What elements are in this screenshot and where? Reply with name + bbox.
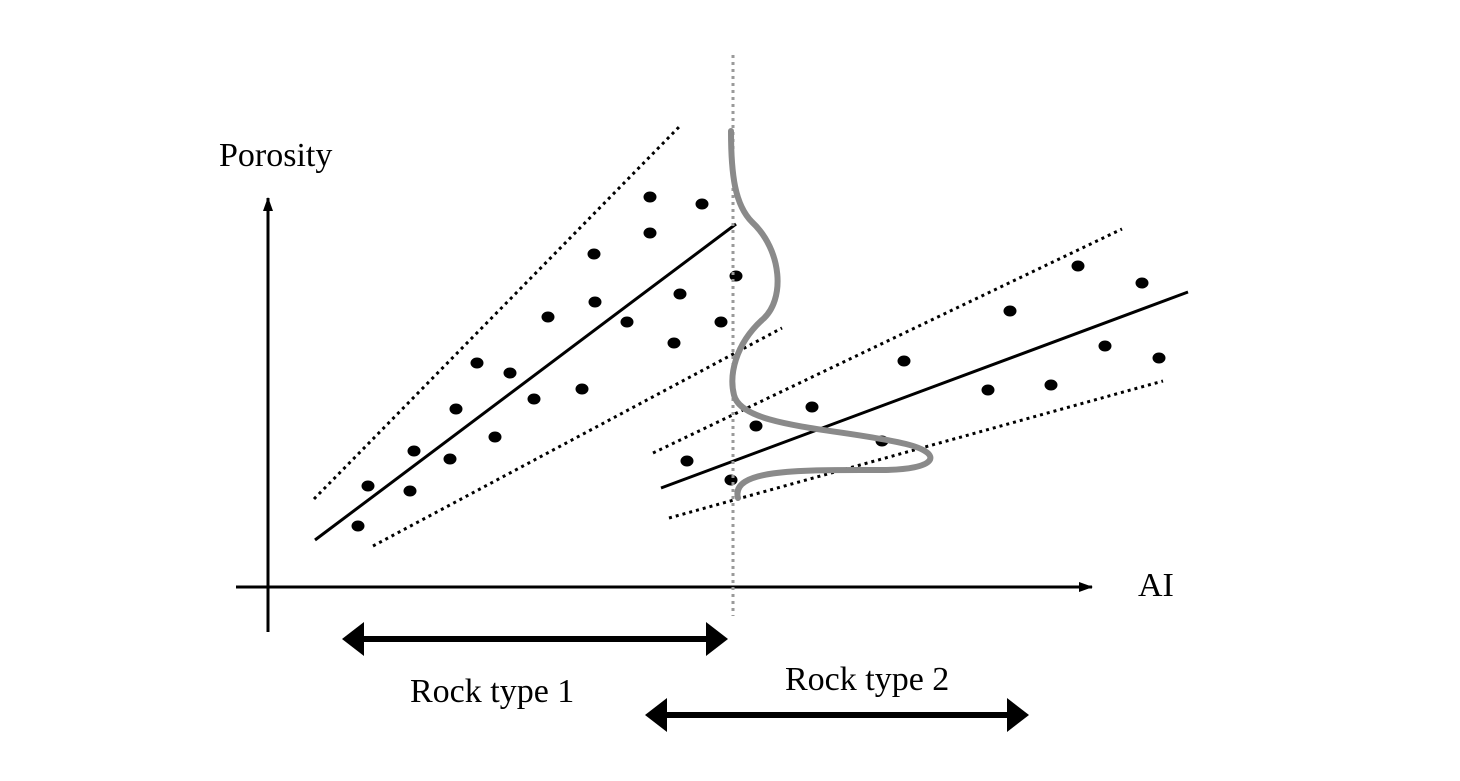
- data-point: [643, 227, 657, 239]
- rock-type-1-label: Rock type 1: [410, 673, 574, 710]
- data-point: [749, 420, 763, 432]
- x-axis-label: AI: [1138, 567, 1174, 604]
- data-point: [667, 337, 681, 349]
- data-point: [443, 453, 457, 465]
- rock-type-1-range-arrow: [342, 622, 728, 656]
- data-point: [351, 520, 365, 532]
- data-point: [361, 480, 375, 492]
- rock-type-2-points: [680, 260, 1166, 486]
- rock-type-1-lower-bound: [372, 326, 783, 548]
- data-point: [714, 316, 728, 328]
- data-point: [407, 445, 421, 457]
- data-point: [541, 311, 555, 323]
- data-point: [588, 296, 602, 308]
- data-point: [527, 393, 541, 405]
- data-point: [1044, 379, 1058, 391]
- data-point: [673, 288, 687, 300]
- y-axis-label: Porosity: [219, 137, 332, 174]
- data-point: [1098, 340, 1112, 352]
- data-point: [897, 355, 911, 367]
- data-point: [805, 401, 819, 413]
- data-point: [1071, 260, 1085, 272]
- data-point: [620, 316, 634, 328]
- rock-type-1-trend: [312, 125, 783, 548]
- data-point: [981, 384, 995, 396]
- rock-type-2-trend: [652, 227, 1189, 520]
- data-point: [503, 367, 517, 379]
- data-point: [575, 383, 589, 395]
- data-point: [403, 485, 417, 497]
- data-point: [1003, 305, 1017, 317]
- distribution-curve: [728, 128, 934, 501]
- data-point: [1152, 352, 1166, 364]
- data-point: [470, 357, 484, 369]
- data-point: [724, 474, 738, 486]
- data-point: [643, 191, 657, 203]
- rock-type-2-range-arrow: [645, 698, 1029, 732]
- data-point: [488, 431, 502, 443]
- rock-type-2-lower-bound: [668, 379, 1164, 520]
- rock-type-1-upper-bound: [312, 125, 681, 501]
- data-point: [695, 198, 709, 210]
- rock-type-1-regression-line: [314, 222, 737, 542]
- rock-type-1-points: [351, 191, 743, 532]
- rock-type-2-regression-line: [660, 290, 1189, 490]
- data-point: [729, 270, 743, 282]
- rock-type-2-upper-bound: [652, 227, 1123, 455]
- data-point: [680, 455, 694, 467]
- data-point: [1135, 277, 1149, 289]
- data-point: [587, 248, 601, 260]
- rock-type-2-label: Rock type 2: [785, 661, 949, 698]
- data-point: [449, 403, 463, 415]
